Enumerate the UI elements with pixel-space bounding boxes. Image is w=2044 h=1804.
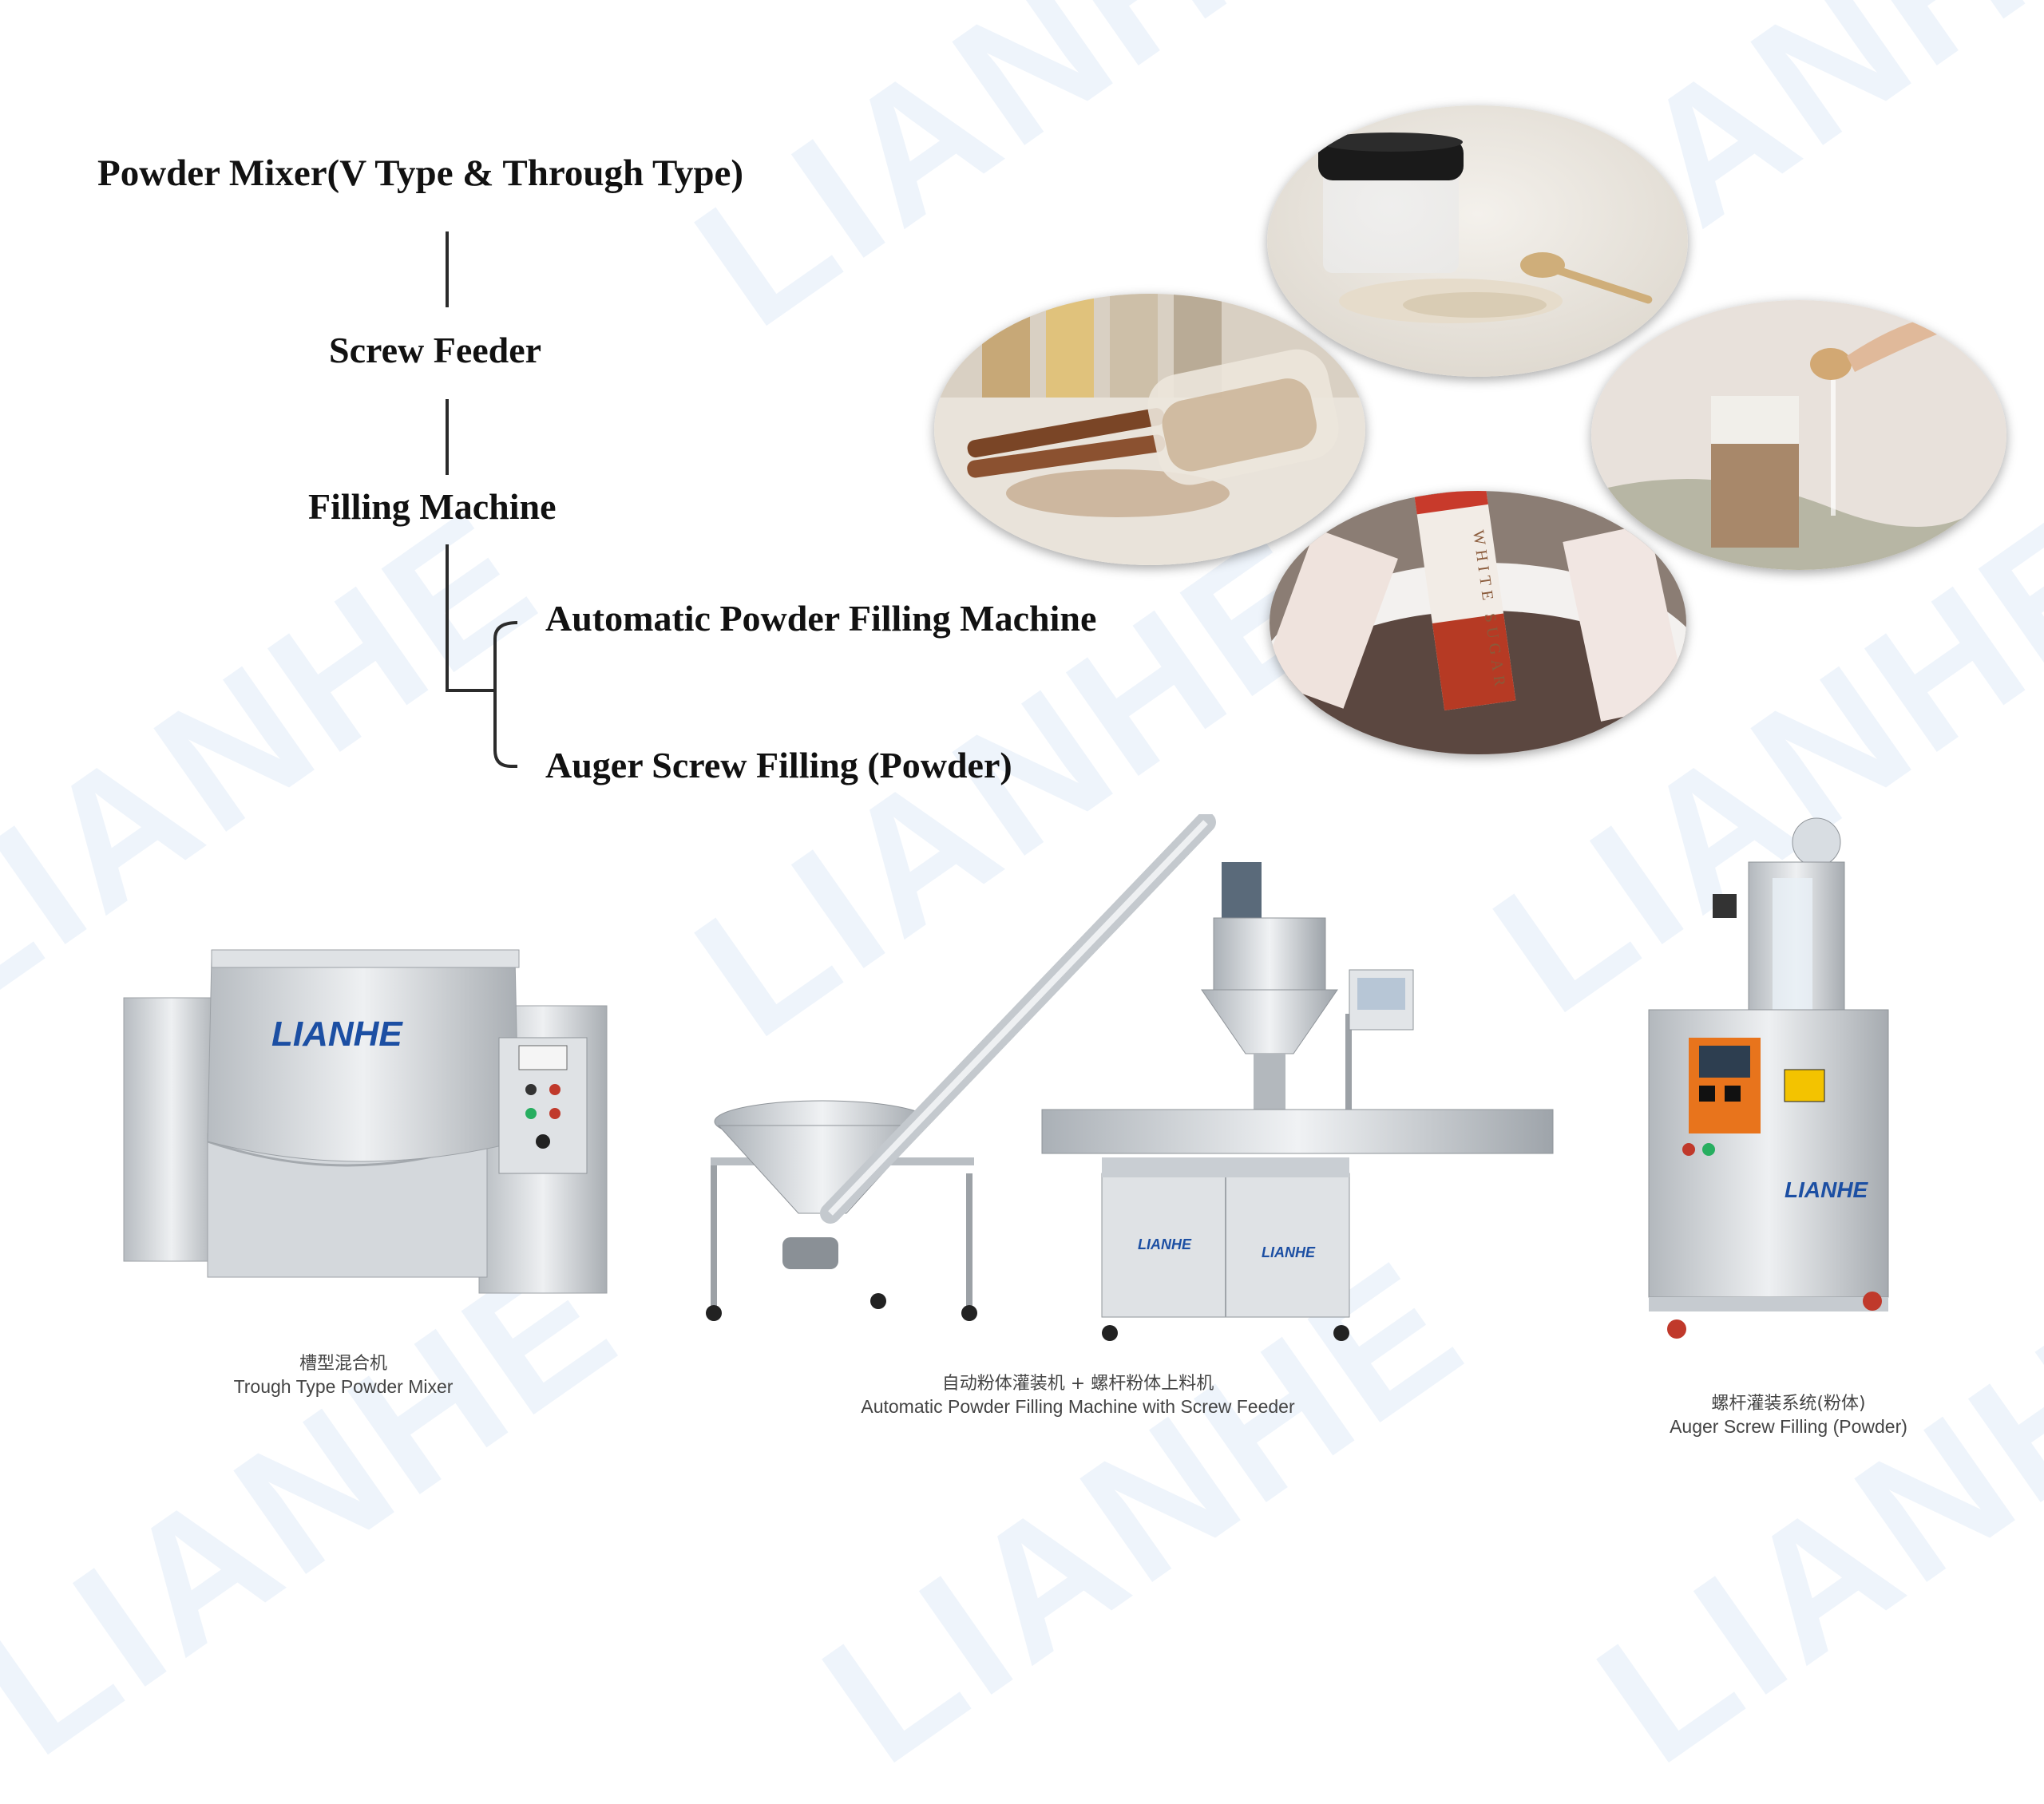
caption-trough-mixer-zh: 槽型混合机: [299, 1354, 387, 1374]
photo-powder-jar: [1267, 105, 1688, 377]
caption-screw-feeder-filler-zh: 自动粉体灌装机 + 螺杆粉体上料机: [941, 1374, 1214, 1394]
machine-trough-mixer: LIANHE: [120, 942, 615, 1309]
flow-branch-lines: [446, 544, 518, 768]
caption-screw-feeder-filler: 自动粉体灌装机 + 螺杆粉体上料机 Automatic Powder Filli…: [798, 1369, 1357, 1418]
flow-branch-auger-screw-filling: Auger Screw Filling (Powder): [545, 745, 1012, 785]
photo-powder-bag: [1591, 300, 2006, 570]
flow-connector: [446, 399, 449, 475]
photo-cinnamon-powder: [934, 294, 1365, 565]
auger-brand-logo: LIANHE: [1785, 1177, 1869, 1202]
flow-connector: [446, 231, 449, 307]
caption-auger-screw-filler-zh: 螺杆灌装系统(粉体): [1711, 1394, 1866, 1414]
caption-auger-screw-filler-en: Auger Screw Filling (Powder): [1670, 1416, 1907, 1437]
caption-trough-mixer: 槽型混合机 Trough Type Powder Mixer: [184, 1349, 503, 1398]
caption-auger-screw-filler: 螺杆灌装系统(粉体) Auger Screw Filling (Powder): [1629, 1389, 1948, 1438]
photo-sugar-sachet: WHITE SUGAR: [1270, 491, 1686, 754]
mixer-brand-logo: LIANHE: [271, 1015, 403, 1054]
machine-auger-screw-filler: LIANHE: [1645, 806, 1892, 1349]
caption-trough-mixer-en: Trough Type Powder Mixer: [233, 1376, 454, 1397]
filler-brand-logo-right: LIANHE: [1262, 1244, 1316, 1260]
flow-step-filling-machine: Filling Machine: [308, 486, 557, 527]
filler-brand-logo-left: LIANHE: [1138, 1236, 1192, 1252]
caption-screw-feeder-filler-en: Automatic Powder Filling Machine with Sc…: [861, 1396, 1295, 1417]
flow-step-powder-mixer: Powder Mixer(V Type & Through Type): [97, 152, 744, 194]
flow-branch-auto-powder-filling: Automatic Powder Filling Machine: [545, 598, 1097, 639]
machine-screw-feeder-filler: LIANHE LIANHE: [703, 812, 1557, 1357]
flow-step-screw-feeder: Screw Feeder: [329, 330, 542, 370]
watermark: LIANHE: [661, 0, 1371, 366]
